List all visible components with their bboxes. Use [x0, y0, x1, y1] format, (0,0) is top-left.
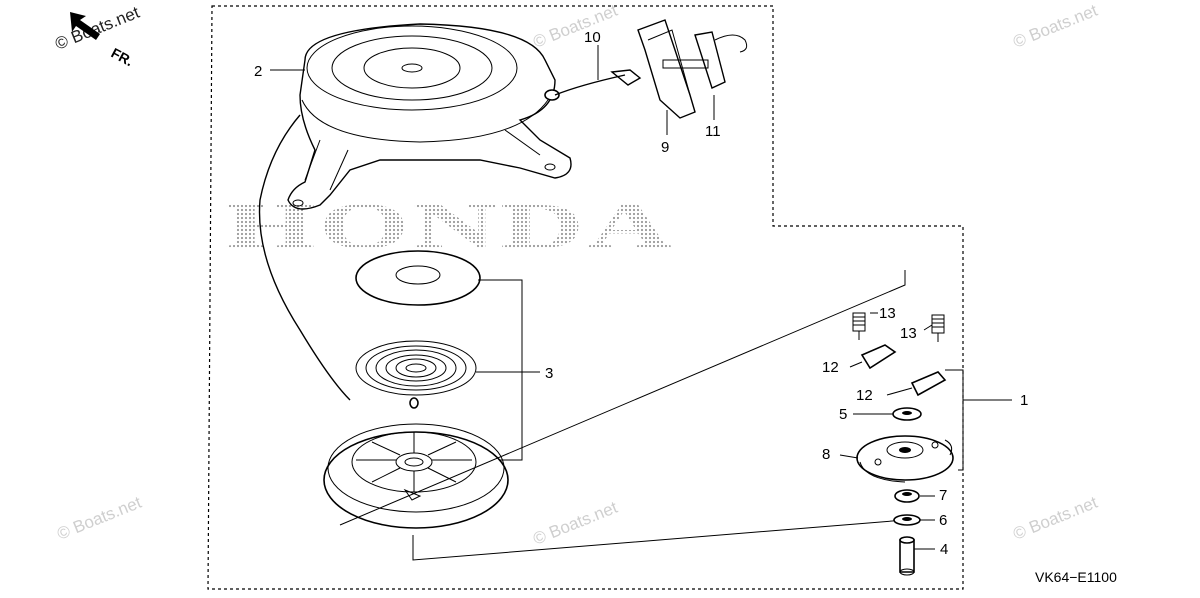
- bolt-part-4: [899, 536, 915, 576]
- front-arrow-icon: [70, 12, 100, 40]
- grip-insert: [694, 31, 748, 89]
- callout-13-left: 13: [879, 305, 896, 322]
- callout-6: 6: [939, 512, 947, 529]
- watermark-top-center: © Boats.net: [530, 1, 620, 52]
- callout-5: 5: [839, 406, 847, 423]
- watermark-bottom-right: © Boats.net: [1010, 493, 1100, 544]
- callout-11: 11: [705, 123, 721, 140]
- starter-grip: [610, 19, 709, 119]
- ratchet-right: [910, 371, 947, 397]
- callout-3: 3: [545, 365, 553, 382]
- callout-4: 4: [940, 541, 948, 558]
- watermark-bottom-left: © Boats.net: [54, 493, 144, 544]
- friction-plate: [856, 435, 954, 483]
- callout-12-lower: 12: [856, 387, 873, 404]
- watermark-top-left: © Boats.net: [52, 3, 142, 54]
- recoil-spring: [355, 340, 477, 409]
- front-marker-text: FR.: [109, 45, 136, 70]
- bracket-part-3: [476, 279, 540, 461]
- figure-code: VK64−E1100: [1035, 569, 1117, 585]
- watermark-top-right: © Boats.net: [1010, 1, 1100, 52]
- callout-1: 1: [1020, 392, 1028, 409]
- callout-12-upper: 12: [822, 359, 839, 376]
- ratchet-left: [860, 344, 897, 370]
- honda-brand-text: HONDA: [225, 190, 675, 263]
- bracket-part-1: [945, 369, 1012, 471]
- callout-2: 2: [254, 63, 262, 80]
- starter-reel: [323, 423, 509, 529]
- callout-9: 9: [661, 139, 669, 156]
- starter-rope: [258, 74, 626, 401]
- ratchet-spring-right: [931, 314, 945, 342]
- spring-guide-plate: [355, 250, 481, 306]
- callout-8: 8: [822, 446, 830, 463]
- watermark-bottom-center: © Boats.net: [530, 498, 620, 549]
- ratchet-spring-left: [852, 312, 866, 340]
- callout-7: 7: [939, 487, 947, 504]
- washer-part-6: [893, 514, 921, 526]
- leader-lines: [270, 45, 935, 550]
- callout-13-right: 13: [900, 325, 917, 342]
- starter-case: [287, 23, 572, 210]
- callouts: 1 2 3 4 5 6 7 8 9 10 11 12 12 13 13: [254, 29, 1028, 558]
- washer-part-5: [892, 407, 922, 421]
- assembly-outline: [207, 5, 964, 590]
- callout-10: 10: [584, 29, 601, 46]
- nut-part-7: [894, 489, 920, 503]
- subassembly-bracket: [339, 270, 906, 561]
